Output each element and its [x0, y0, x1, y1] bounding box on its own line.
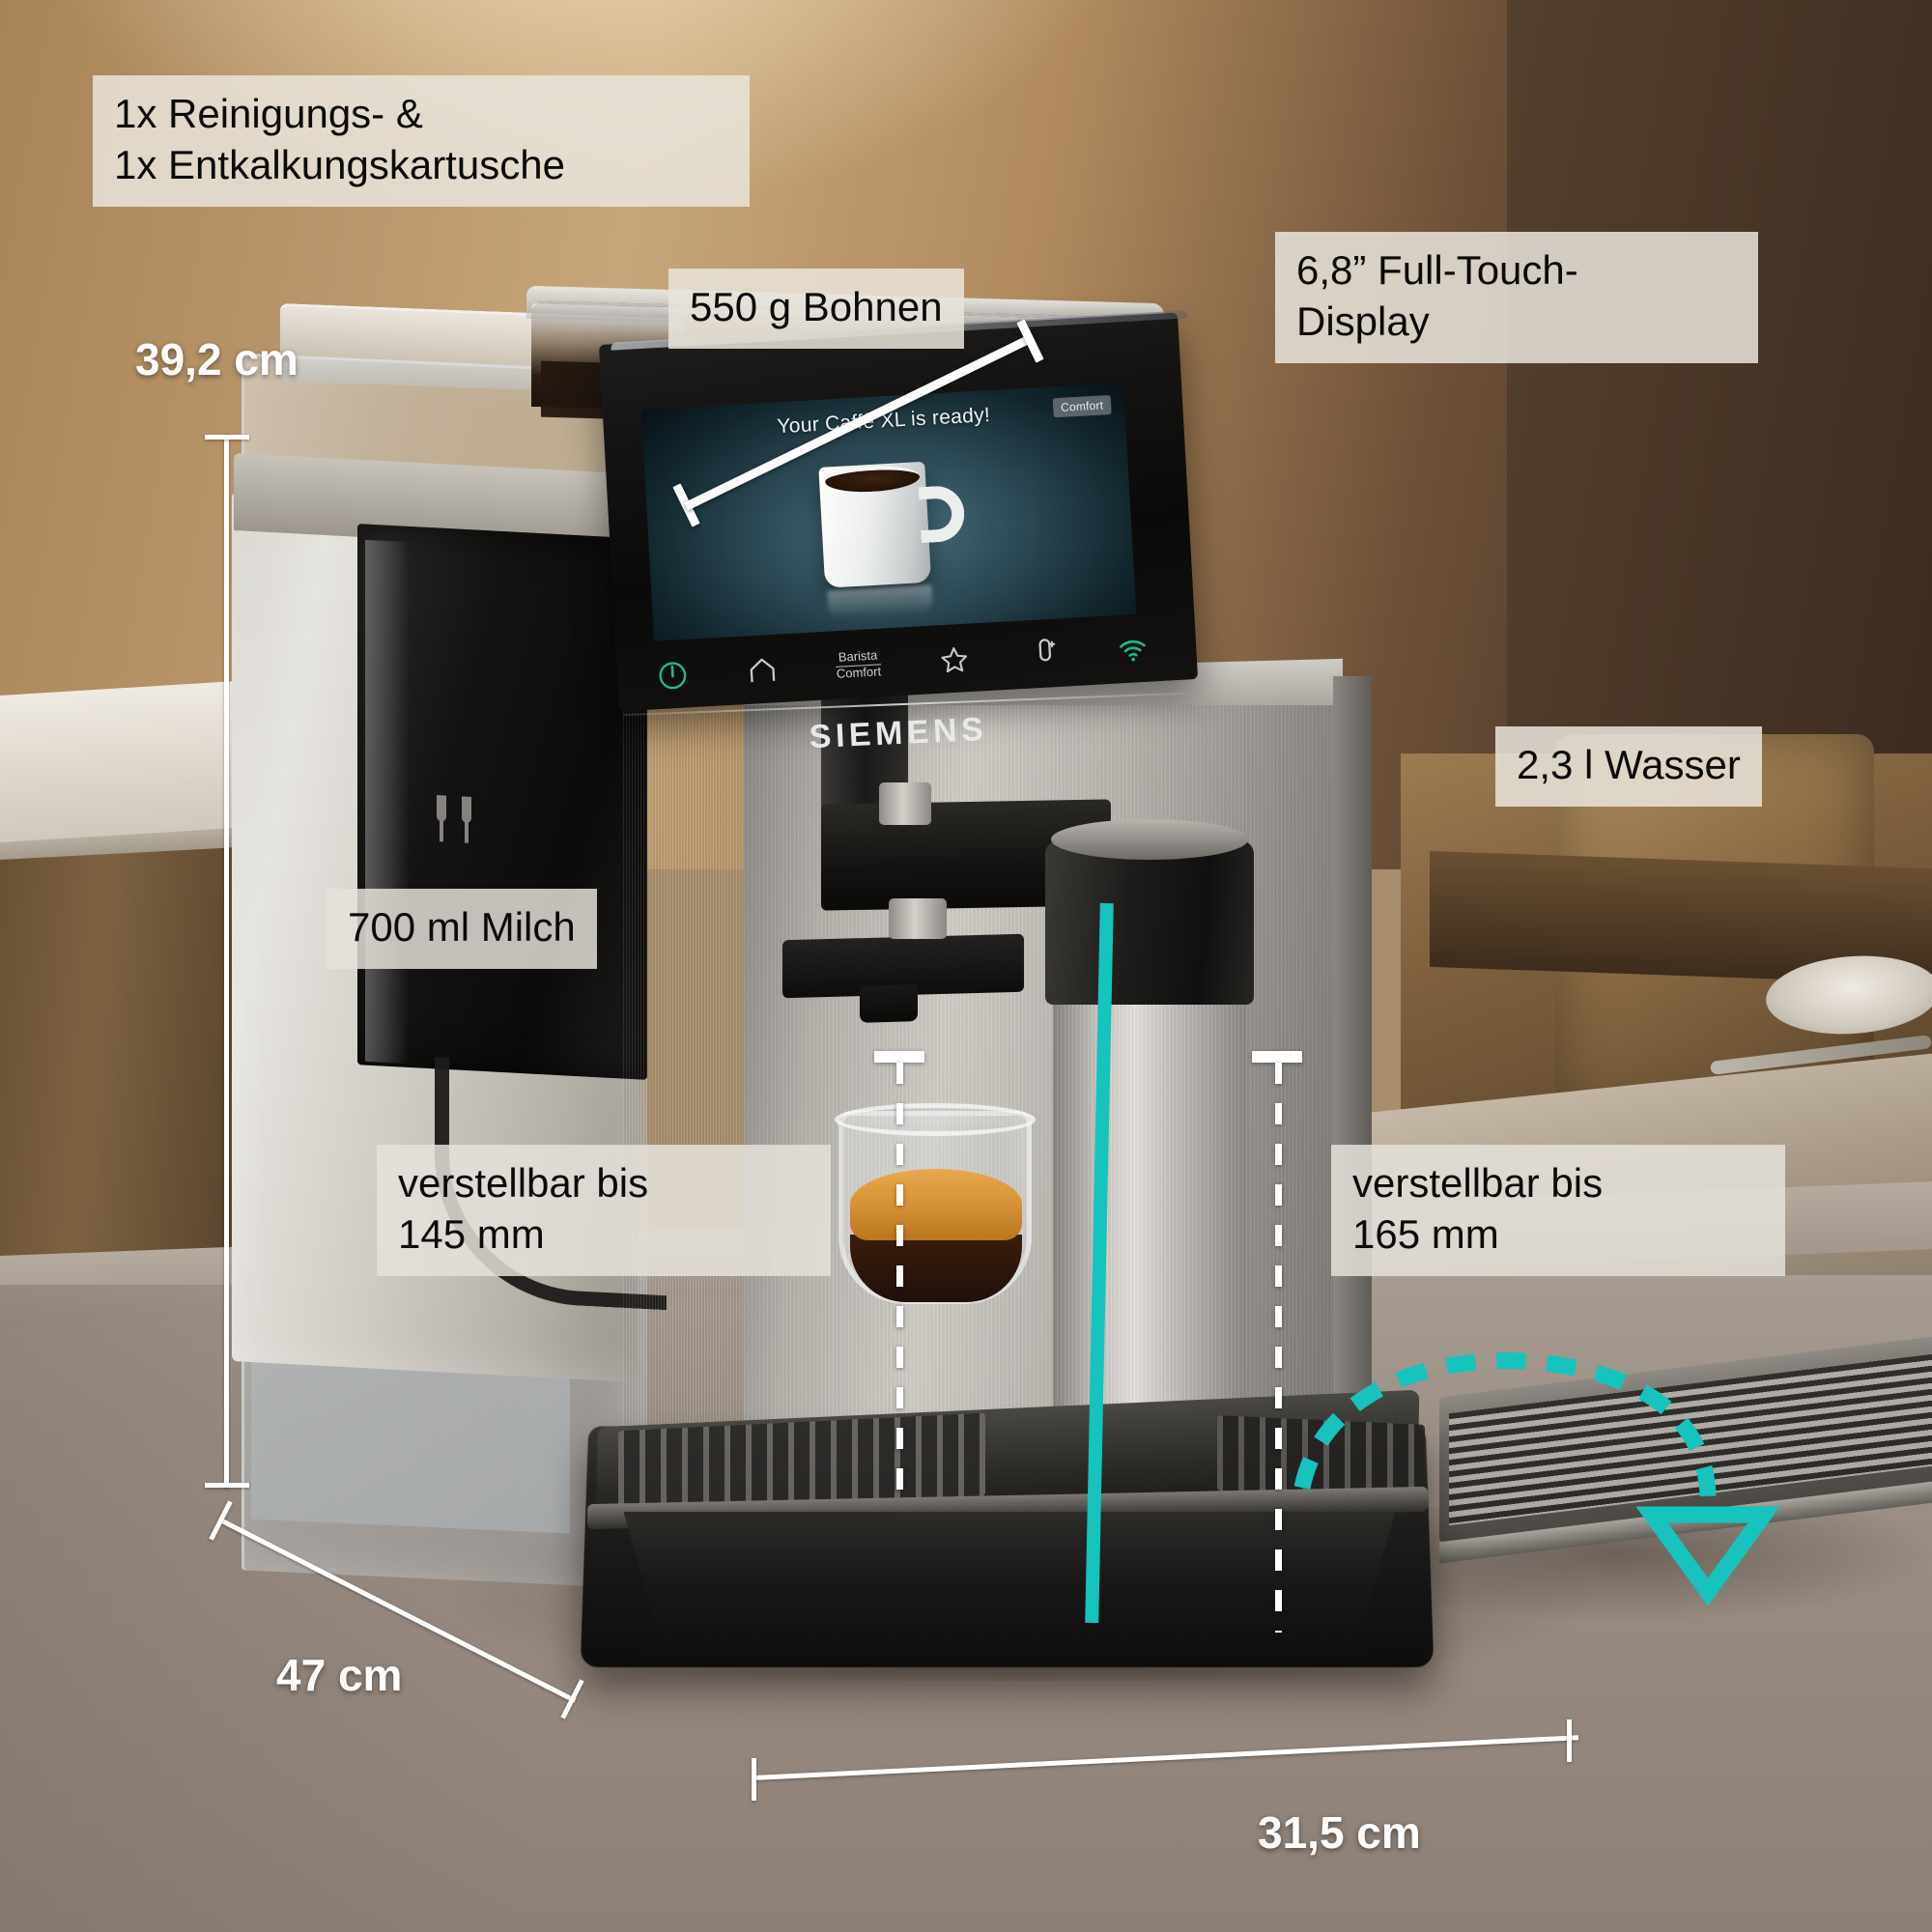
barista-comfort-button[interactable]: Barista Comfort [835, 648, 882, 682]
dishwasher-safe-arrow [1294, 1352, 1780, 1606]
width-dimension-cap-end [1567, 1719, 1572, 1762]
favorites-star-icon[interactable] [937, 642, 972, 677]
display-coffee-cup-graphic [809, 450, 966, 620]
height-dimension-cap-top [205, 435, 249, 440]
height-guide-right [1275, 1063, 1282, 1633]
height-guide-left [896, 1063, 903, 1497]
depth-dimension-label: 47 cm [276, 1650, 403, 1700]
height-guide-right-cap [1252, 1051, 1302, 1063]
callout-water-capacity: 2,3 l Wasser [1495, 726, 1762, 807]
height-dimension-label: 39,2 cm [135, 334, 298, 384]
milk-window-highlight [365, 539, 410, 1065]
travel-mug-opening [1051, 819, 1248, 860]
height-guide-left-cap [874, 1051, 924, 1063]
comfort-label: Comfort [836, 664, 882, 681]
callout-display-size: 6,8” Full-Touch- Display [1275, 232, 1758, 363]
callout-cleaning-cartridge: 1x Reinigungs- & 1x Entkalkungskartusche [93, 75, 750, 207]
touch-display-screen[interactable]: Your Caffè XL is ready! Comfort [640, 383, 1137, 641]
width-dimension-label: 31,5 cm [1258, 1807, 1421, 1858]
espresso-liquid [850, 1235, 1022, 1302]
two-cups-icon [437, 795, 471, 843]
touch-control-bar[interactable]: Barista Comfort [626, 611, 1179, 715]
display-mode-badge[interactable]: Comfort [1052, 394, 1112, 418]
height-dimension-cap-bottom [205, 1483, 249, 1488]
coffee-machine: Your Caffè XL is ready! Comfort Baris [232, 285, 1594, 1681]
home-icon[interactable] [746, 653, 781, 688]
callout-adjustable-145: verstellbar bis 145 mm [377, 1145, 831, 1276]
width-dimension-cap-start [752, 1758, 756, 1801]
drip-tray-front [623, 1512, 1396, 1657]
background-wall-right [1507, 0, 1932, 850]
travel-mug-lid [1045, 840, 1254, 1005]
callout-adjustable-165: verstellbar bis 165 mm [1331, 1145, 1785, 1276]
height-dimension-line [224, 435, 229, 1488]
espresso-cup-rim [835, 1103, 1036, 1136]
wifi-icon[interactable] [1116, 633, 1151, 668]
cup-reflection [827, 584, 933, 620]
dispenser-adjust-knob-upper[interactable] [879, 782, 931, 825]
dispenser-outlet [860, 984, 918, 1023]
power-icon[interactable] [656, 658, 691, 693]
dispenser-adjust-knob-lower[interactable] [889, 898, 947, 939]
espresso-crema [850, 1169, 1022, 1240]
callout-bean-capacity: 550 g Bohnen [668, 269, 964, 349]
callout-milk-capacity: 700 ml Milch [327, 889, 597, 969]
cleaning-icon[interactable] [1026, 638, 1061, 672]
cup-handle [918, 484, 966, 544]
